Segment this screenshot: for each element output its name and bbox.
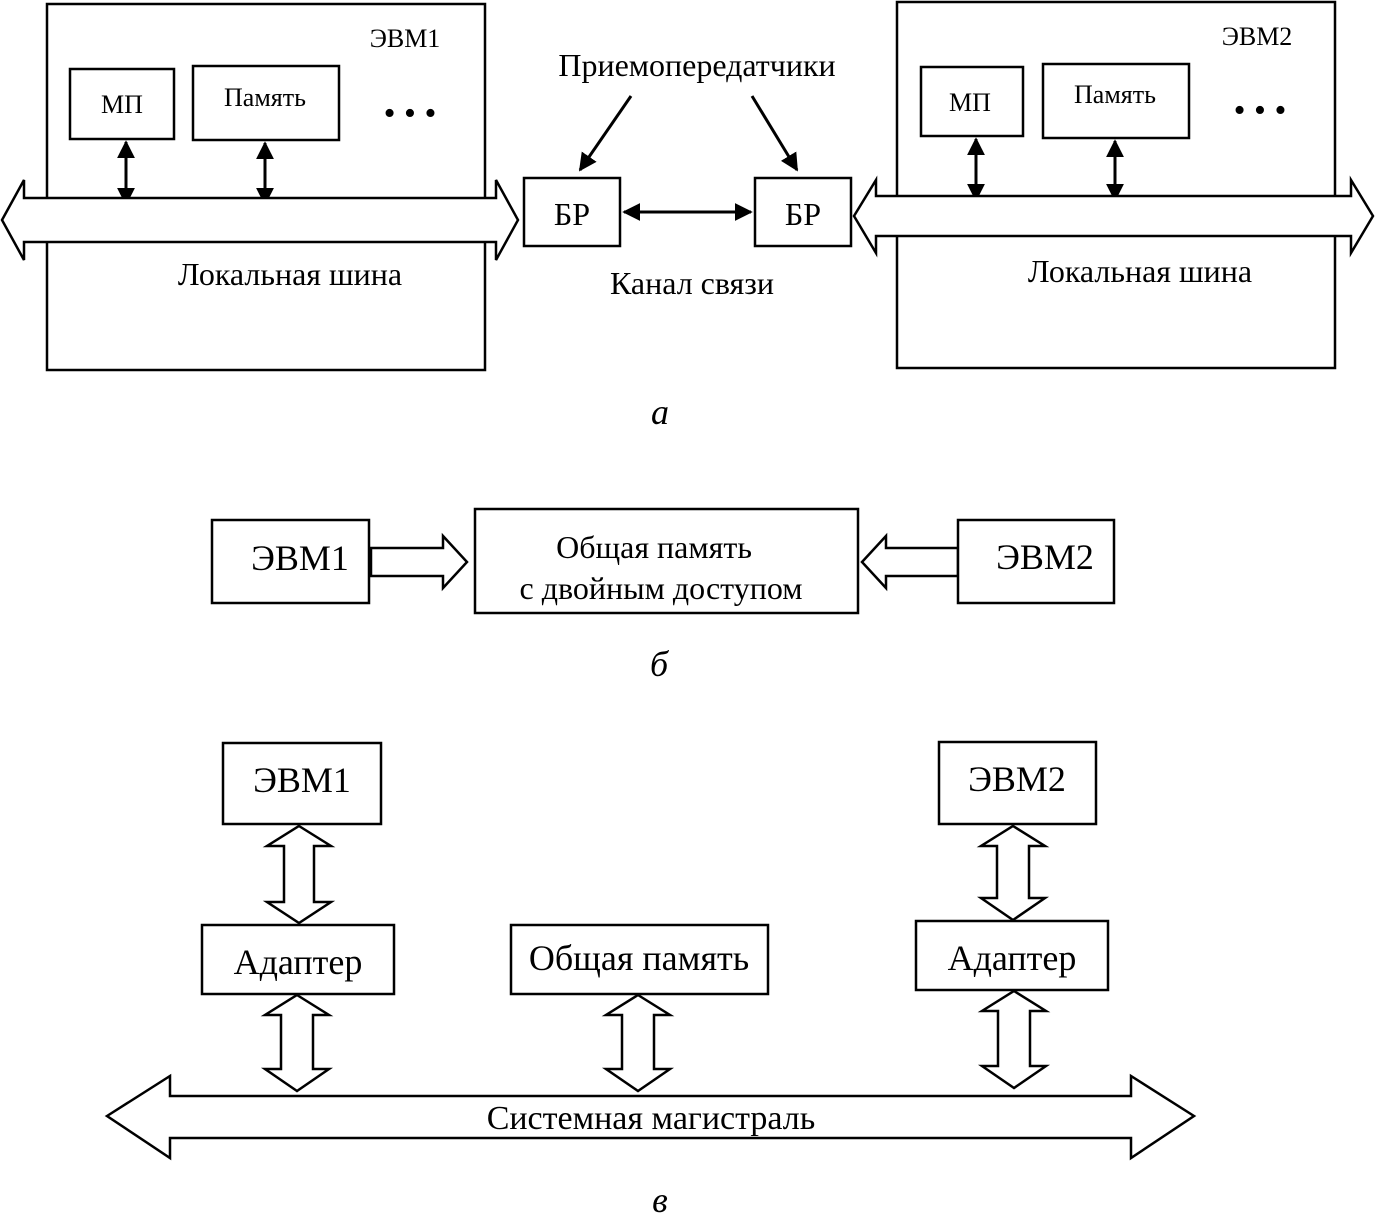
computer2-mp-box xyxy=(919,65,1025,138)
c-computer2-adapter-link xyxy=(976,824,1050,922)
b-arrow-from-computer2 xyxy=(860,532,960,592)
b-shared-memory-line1: Общая память xyxy=(556,529,752,565)
computer1-ellipsis: • • • xyxy=(384,95,437,132)
b-arrow-from-computer1 xyxy=(369,532,469,592)
c-computer1-label: ЭВМ1 xyxy=(253,760,351,800)
c-computer2-label: ЭВМ2 xyxy=(968,759,1066,799)
computer1-mp-label: МП xyxy=(101,90,143,119)
computer1-memory-box xyxy=(191,64,341,142)
br-left-label: БР xyxy=(554,196,590,232)
c-adapter2-box xyxy=(914,919,1110,992)
transceiver-pointer-right xyxy=(750,95,799,172)
br-left-box xyxy=(522,176,622,248)
c-system-bus-arrow xyxy=(104,1073,1197,1161)
c-adapter1-bus-link xyxy=(260,993,334,1093)
c-adapter1-label: Адаптер xyxy=(234,942,363,982)
diagram-b: ЭВМ1 Общая память с двойным доступом ЭВМ… xyxy=(210,507,1116,684)
computer2-title: ЭВМ2 xyxy=(1222,22,1293,51)
br-right-label: БР xyxy=(785,196,821,232)
diagram-c: ЭВМ1 Адаптер Общая память ЭВМ2 Адаптер С… xyxy=(104,740,1197,1220)
computer2-memory-box xyxy=(1041,62,1191,140)
b-computer1-box xyxy=(210,518,371,605)
b-computer1-label: ЭВМ1 xyxy=(251,538,349,578)
c-computer1-adapter-link xyxy=(262,824,336,925)
c-system-bus-label: Системная магистраль xyxy=(487,1100,816,1137)
computer1-memory-label: Память xyxy=(224,83,306,112)
c-computer1-box xyxy=(221,741,383,826)
computer2-mp-label: МП xyxy=(949,88,991,117)
c-adapter2-label: Адаптер xyxy=(948,938,1077,978)
c-shared-memory-label: Общая память xyxy=(529,938,749,978)
transceiver-pointer-left xyxy=(578,95,633,172)
computer1-title: ЭВМ1 xyxy=(370,24,441,53)
computer2-memory-label: Память xyxy=(1074,80,1156,109)
computer2-ellipsis: • • • xyxy=(1234,92,1287,129)
computer1-mp-box xyxy=(68,67,176,141)
b-shared-memory-box xyxy=(473,507,860,615)
channel-label: Канал связи xyxy=(610,265,774,301)
computer2-local-bus-arrow xyxy=(852,175,1375,258)
c-shared-memory-box xyxy=(509,923,770,996)
c-adapter1-box xyxy=(200,923,396,996)
caption-a: а xyxy=(651,392,669,432)
transceivers-label: Приемопередатчики xyxy=(558,47,835,83)
c-computer2-box xyxy=(937,740,1098,826)
c-adapter2-bus-link xyxy=(977,989,1051,1090)
computer2-bus-label: Локальная шина xyxy=(1028,253,1252,289)
computer1-bus-label: Локальная шина xyxy=(178,256,402,292)
computer1-local-bus-arrow xyxy=(0,179,520,261)
caption-b: б xyxy=(650,644,670,684)
b-computer2-box xyxy=(956,518,1116,605)
c-shared-memory-bus-link xyxy=(601,993,675,1093)
b-shared-memory-line2: с двойным доступом xyxy=(520,570,803,606)
b-computer2-label: ЭВМ2 xyxy=(996,537,1094,577)
br-right-box xyxy=(753,176,853,248)
caption-c: в xyxy=(652,1180,668,1220)
diagram-a: ЭВМ1 МП Память • • • Локальная шина Прие… xyxy=(0,0,1375,432)
